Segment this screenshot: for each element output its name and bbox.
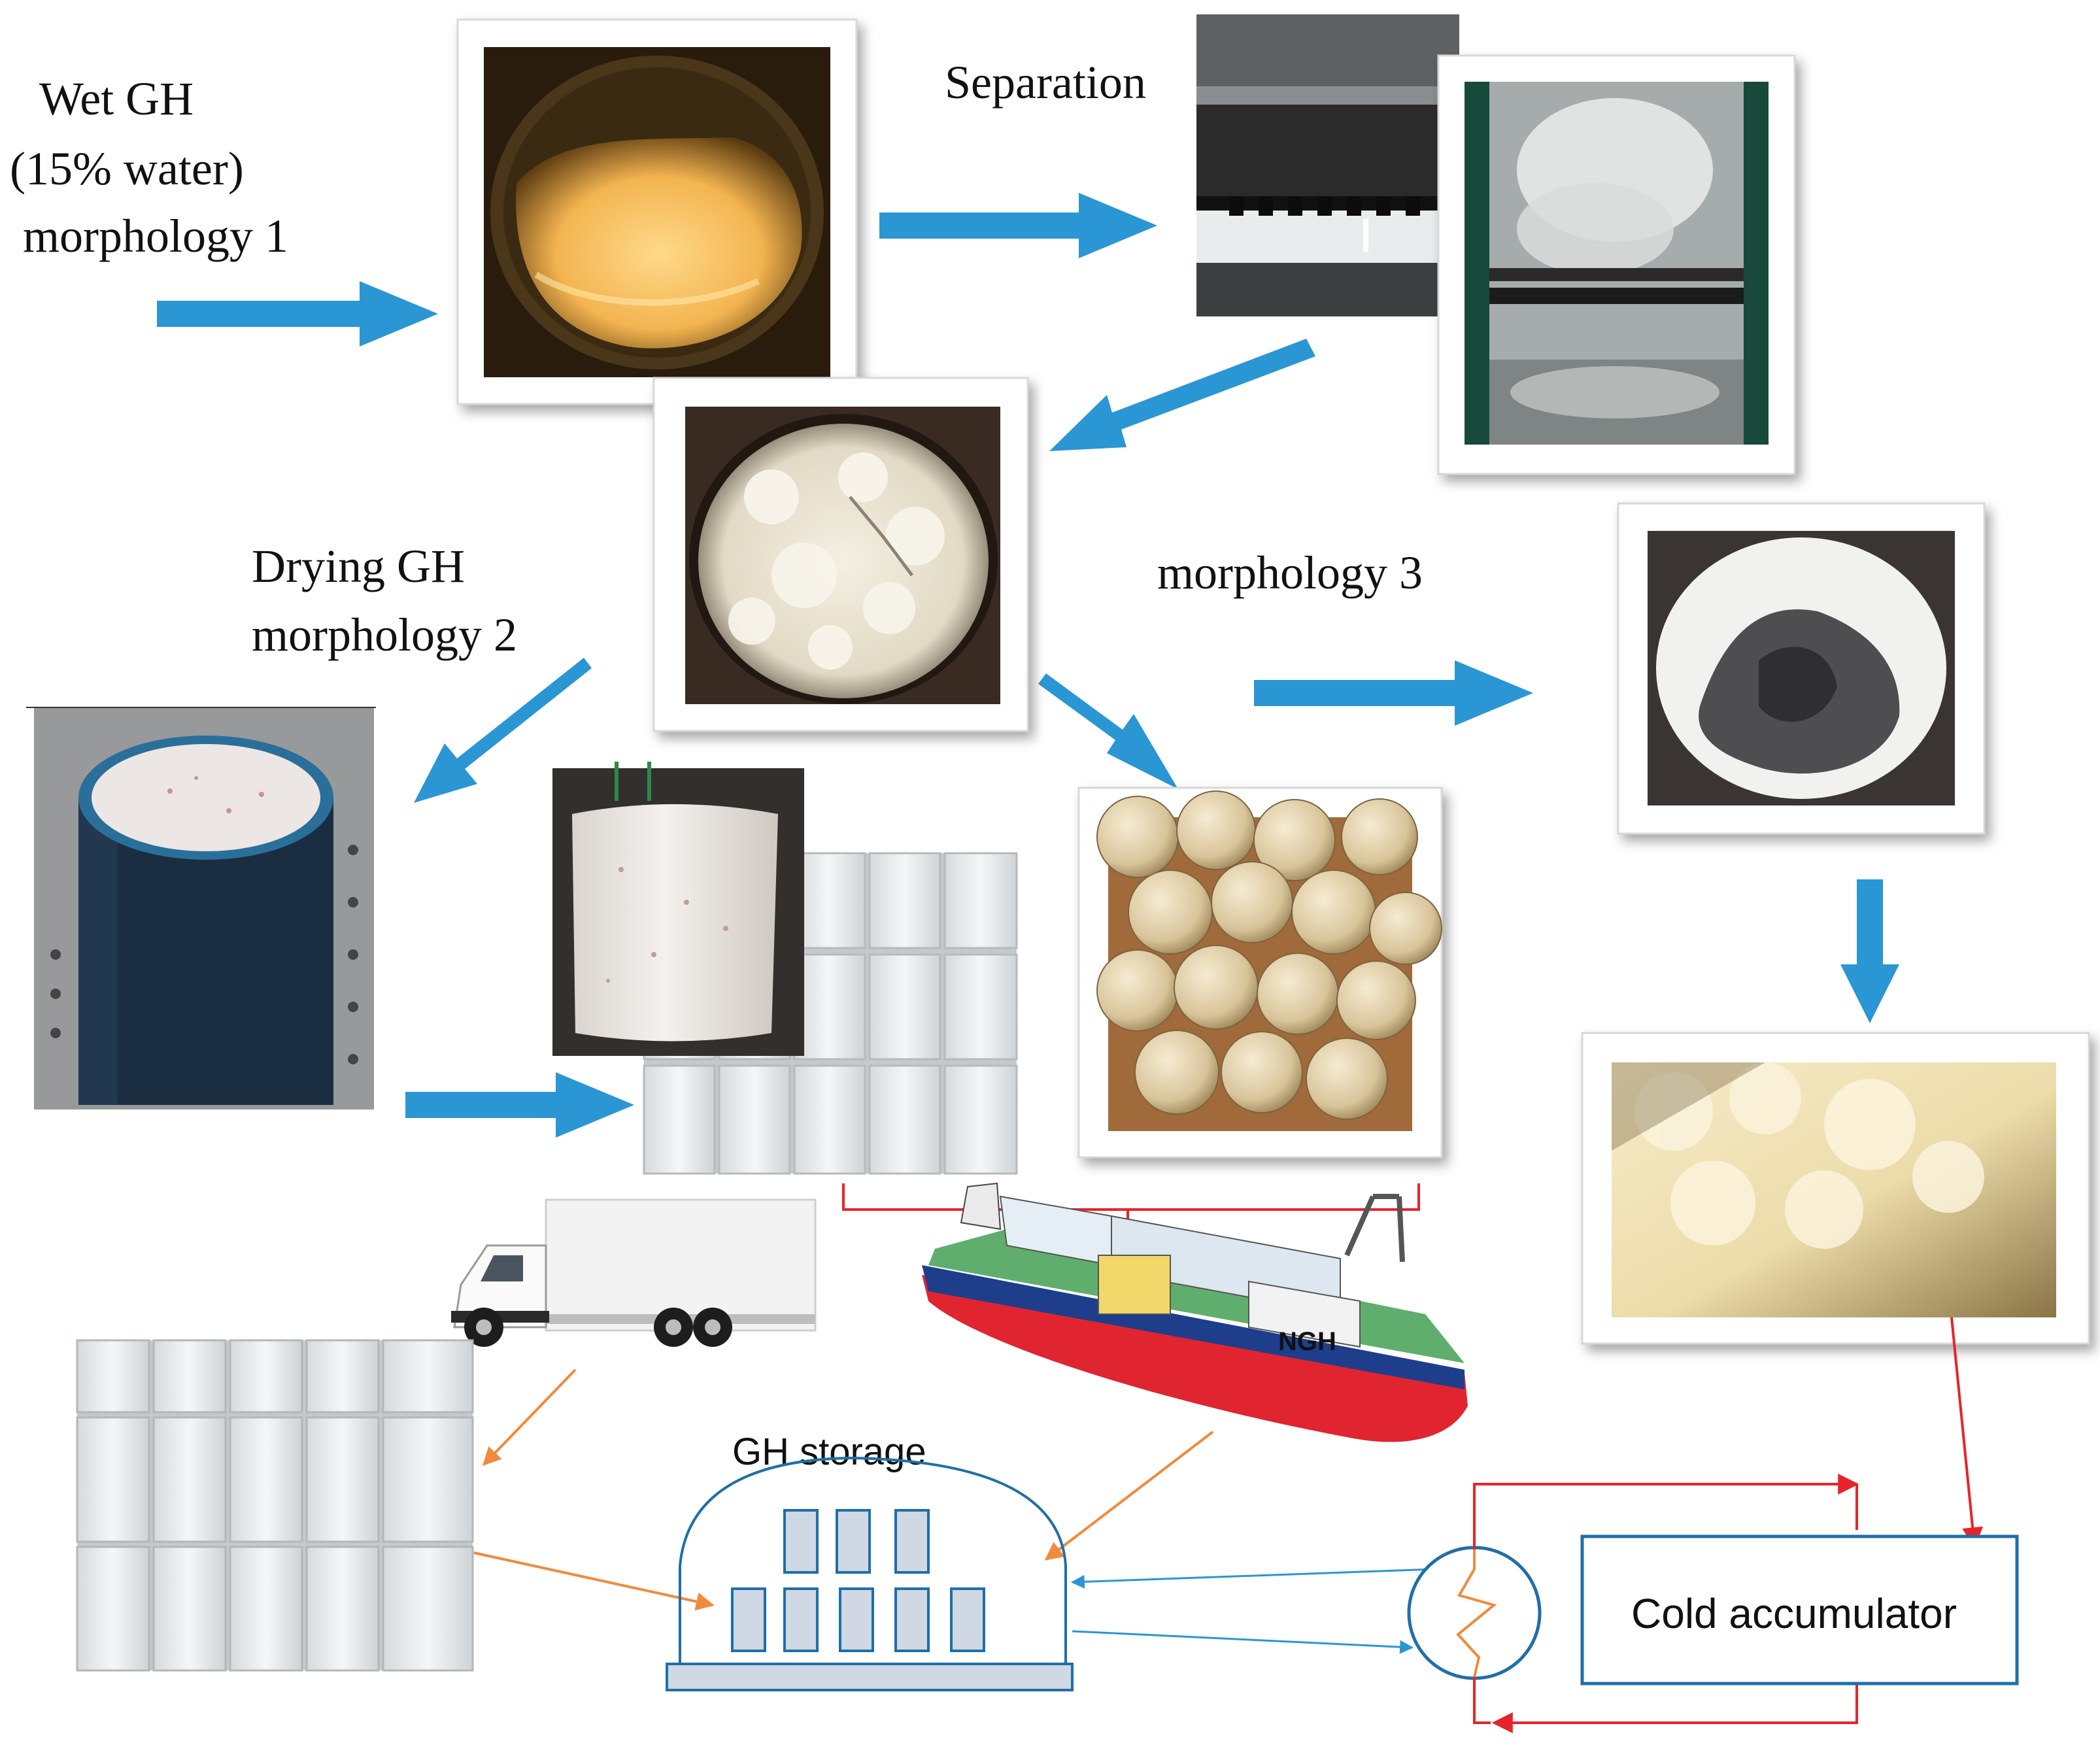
photo-slush [1581,1032,2090,1345]
photo-separation-cell [1437,54,1796,475]
photo-pellet [552,762,804,1056]
arrow-to-morphology-3 [1254,660,1533,726]
arrow-cylinder-to-blocks [405,1072,634,1138]
label-morphology-2: morphology 2 [252,609,517,661]
label-water-content: (15% water) [10,143,244,195]
photo-blocks-large [76,1339,474,1672]
arrow-powder-to-balls [1038,673,1178,789]
photo-separation-ring [1196,14,1459,316]
label-drying-gh: Drying GH [252,540,465,592]
label-gh-storage: GH storage [732,1431,926,1473]
heat-exchanger-icon [1407,1546,1542,1680]
truck-icon [451,1198,817,1347]
arrow-porous-to-slush [1840,879,1899,1023]
label-morphology-3: morphology 3 [1157,547,1423,599]
arrow-truck-to-blocks [483,1368,577,1466]
cold-accumulator-label: Cold accumulator [1631,1590,1957,1637]
hot-loop [1473,1317,1984,1733]
label-morphology-1: morphology 1 [23,210,288,262]
photo-dry-cylinder [26,707,376,1110]
arrow-separation-to-powder [1049,339,1315,451]
ship-hull-label: NGH [1278,1327,1336,1356]
arrow-into-wet-gh [157,281,438,347]
arrow-hot-to-accumulator [1473,1474,1859,1550]
arrow-storage-to-exchanger [1072,1630,1414,1654]
label-separation: Separation [945,56,1146,109]
cold-accumulator: Cold accumulator [1580,1534,2019,1686]
photo-powder [652,377,1029,732]
photo-porous [1617,502,1986,835]
process-arrows [157,193,1899,1138]
arrow-exchanger-to-storage [1070,1568,1436,1589]
arrow-blocks-to-storage [473,1551,715,1611]
arrow-powder-to-drying [414,658,592,803]
arrow-ship-to-storage [1044,1431,1214,1561]
arrow-slush-to-accumulator [1950,1317,1984,1549]
photo-balls [1077,787,1443,1159]
label-wet-gh: Wet GH [39,73,194,125]
arrow-accumulator-return [1491,1684,1858,1733]
photo-wet-gh [456,18,858,405]
ngh-ship-icon: NGH [922,1182,1468,1442]
arrow-to-separation [879,193,1157,258]
storage-dome-icon [666,1456,1074,1691]
transport-arrows [473,1368,1214,1611]
cold-loop [1070,1568,1436,1654]
